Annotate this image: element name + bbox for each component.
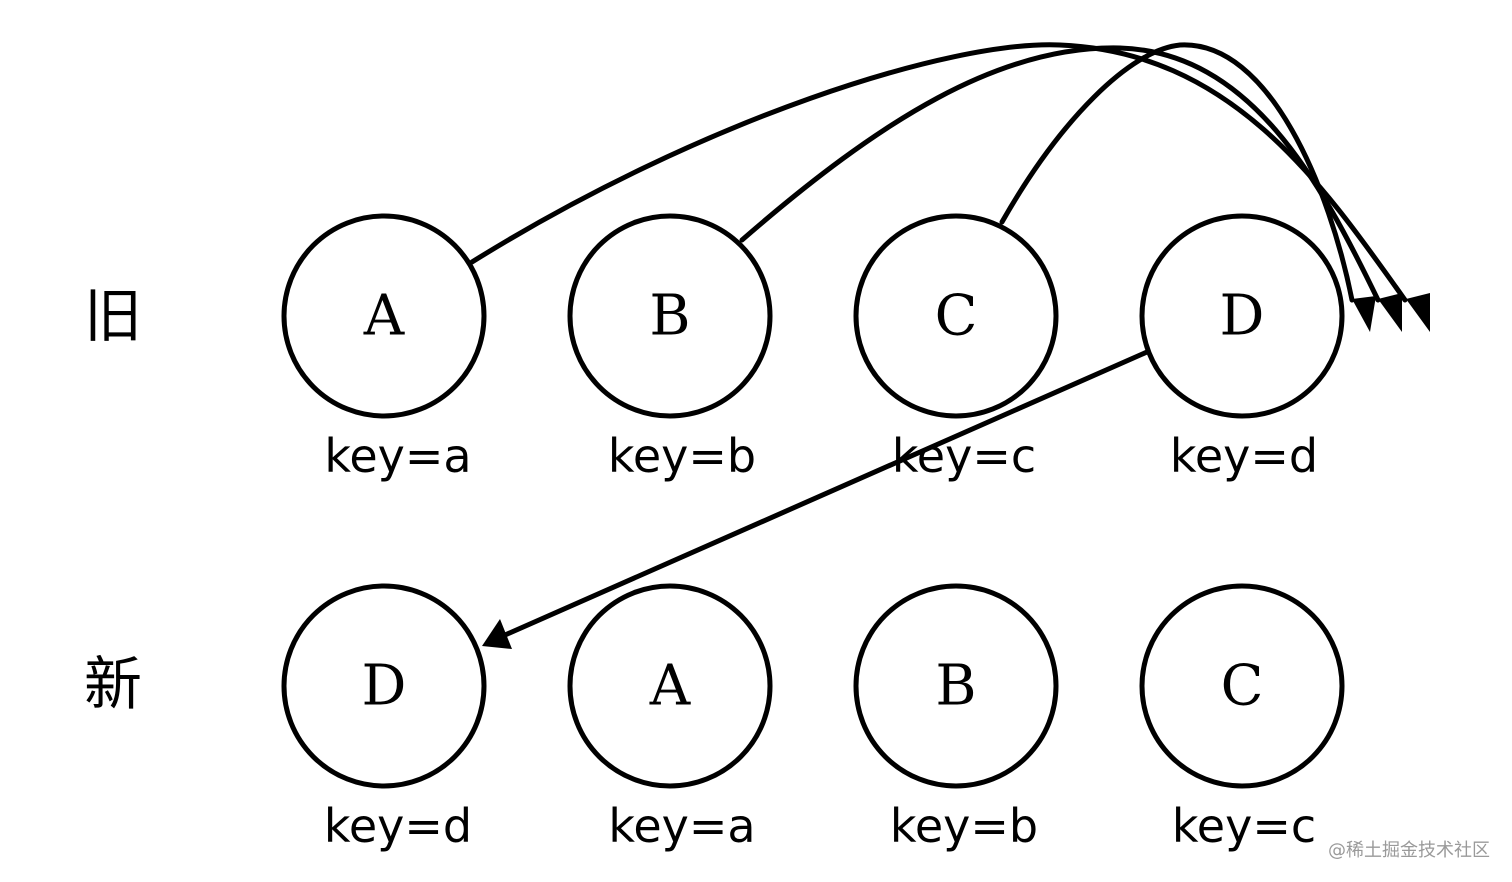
old-node-2-circle xyxy=(567,213,773,419)
old-node-3: C key=c xyxy=(853,213,1059,483)
move-arc-b-arrowhead xyxy=(1378,293,1402,332)
row-label-old: 旧 xyxy=(84,282,142,350)
old-node-1-letter: A xyxy=(363,284,405,349)
old-node-4: D key=d xyxy=(1139,213,1345,483)
row-label-new: 新 xyxy=(84,650,142,718)
new-node-3-key: key=b xyxy=(890,799,1038,853)
new-node-4-key: key=c xyxy=(1172,799,1316,853)
new-node-2-letter: A xyxy=(649,654,691,719)
new-node-1: D key=d xyxy=(281,583,487,853)
new-node-4: C key=c xyxy=(1139,583,1345,853)
move-arc-c xyxy=(999,42,1355,303)
old-node-1-circle xyxy=(281,213,487,419)
old-node-1: A key=a xyxy=(281,213,487,483)
old-node-2: B key=b xyxy=(567,213,773,483)
old-node-2-key: key=b xyxy=(608,429,756,483)
move-arc-d-arrowhead xyxy=(482,619,512,649)
new-node-3: B key=b xyxy=(853,583,1059,853)
old-node-3-circle xyxy=(853,213,1059,419)
move-arc-c-arrowhead xyxy=(1352,296,1376,332)
new-node-4-letter: C xyxy=(1221,654,1264,719)
move-arc-d xyxy=(502,349,1150,638)
new-node-2-circle xyxy=(567,583,773,789)
new-node-1-circle xyxy=(281,583,487,789)
new-node-1-letter: D xyxy=(362,654,407,719)
new-node-1-key: key=d xyxy=(324,799,472,853)
new-node-3-letter: B xyxy=(935,654,976,719)
old-node-1-key: key=a xyxy=(324,429,471,483)
old-node-4-letter: D xyxy=(1220,284,1265,349)
old-node-4-circle xyxy=(1139,213,1345,419)
move-arc-a-arrowhead xyxy=(1406,293,1430,332)
old-node-2-letter: B xyxy=(649,284,690,349)
new-node-2-key: key=a xyxy=(608,799,755,853)
old-node-4-key: key=d xyxy=(1170,429,1318,483)
watermark: @稀土掘金技术社区 xyxy=(1328,840,1490,861)
new-node-4-circle xyxy=(1139,583,1345,789)
old-node-3-letter: C xyxy=(935,284,978,349)
new-node-2: A key=a xyxy=(567,583,773,853)
new-node-3-circle xyxy=(853,583,1059,789)
